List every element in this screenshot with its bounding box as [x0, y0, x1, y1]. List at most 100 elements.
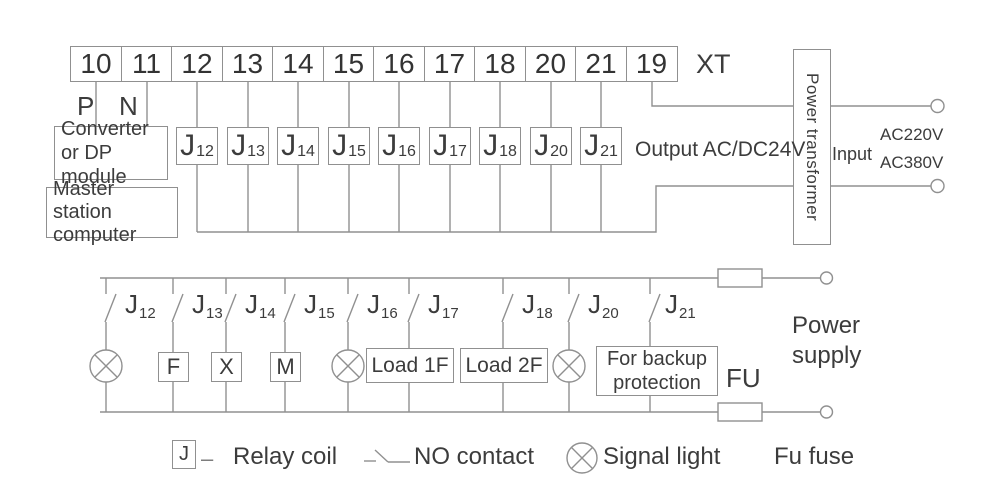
signal-light-icon [552, 349, 586, 383]
load-2f-box: Load 2F [460, 348, 548, 383]
terminal-cell-16: 16 [373, 46, 425, 82]
power-supply-line1: Power [792, 312, 861, 339]
coil-letter: J [180, 129, 196, 162]
branch-j17 [407, 278, 420, 412]
branch-j12 [89, 278, 123, 412]
supply-top-bus [100, 268, 834, 288]
load-1f-box: Load 1F [366, 348, 454, 383]
contact-sub: 12 [139, 305, 156, 322]
no-contact-icon [346, 293, 359, 323]
coil-sub: 14 [297, 143, 315, 160]
contact-sub: 14 [259, 305, 276, 322]
contact-sub: 15 [318, 305, 335, 322]
master-station-box: Master station computer [46, 178, 178, 246]
coil-sub: 17 [449, 143, 467, 160]
converter-wires [95, 82, 148, 126]
terminal-strip: 10 11 12 13 14 15 16 17 18 20 21 19 [70, 46, 678, 82]
supply-bottom-bus [100, 402, 834, 422]
backup-protection-box: For backup protection [596, 346, 718, 396]
device-label: X [219, 354, 234, 379]
branch-j15 [283, 278, 296, 412]
input-voltage-220: AC220V [880, 125, 944, 144]
coil-letter: J [382, 129, 398, 162]
legend-signal-light-icon [566, 442, 598, 474]
terminal-cell-10: 10 [70, 46, 122, 82]
input-terminal-circle-bottom [930, 178, 945, 194]
contact-label-j17: J17 [428, 291, 459, 321]
p-label: P [77, 91, 95, 121]
no-contact-icon [567, 293, 580, 323]
terminal-cell-17: 17 [423, 46, 476, 82]
coil-sub: 15 [348, 143, 366, 160]
input-terminal-circle-top [930, 98, 945, 114]
device-box-f: F [158, 352, 189, 382]
backup-line2: protection [613, 372, 701, 394]
legend-relay-label: Relay coil [233, 443, 338, 470]
contact-label-j14: J14 [245, 289, 276, 321]
n-label: N [119, 91, 138, 121]
supply-terminal-circle-bottom [819, 405, 834, 419]
contact-sub: 16 [381, 305, 398, 322]
contact-letter: J [665, 289, 678, 319]
terminal-cell-11: 11 [120, 46, 173, 82]
contact-label-j18: J18 [522, 291, 553, 321]
terminal-cell-14: 14 [272, 46, 324, 82]
terminal19-output-wire [651, 82, 793, 107]
output-label: Output AC/DC24V [635, 138, 806, 161]
master-line2: computer [53, 224, 137, 246]
device-label: F [166, 354, 181, 379]
terminal-cell-18: 18 [474, 46, 526, 82]
no-contact-icon [501, 293, 514, 323]
terminal-cell-20: 20 [524, 46, 577, 82]
coil-sub: 13 [247, 143, 265, 160]
no-contact-icon [648, 293, 661, 323]
converter-box: Converter or DP module [54, 118, 168, 188]
branch-j20 [552, 278, 586, 412]
legend-dash: – [201, 446, 214, 471]
terminal-cell-19: 19 [625, 46, 678, 82]
contact-letter: J [125, 289, 138, 319]
coil-letter: J [281, 129, 297, 162]
branch-j16 [331, 278, 365, 412]
contact-letter: J [367, 289, 380, 319]
coil-sub: 18 [499, 143, 517, 160]
fuse-bottom-icon [717, 402, 763, 422]
contact-label-j12: J12 [125, 289, 156, 321]
contact-label-j21: J21 [665, 289, 696, 321]
contact-letter: J [245, 289, 258, 319]
terminal-cell-21: 21 [575, 46, 627, 82]
converter-line2: or DP module [61, 142, 127, 188]
coil-letter: J [231, 129, 247, 162]
contact-label-j16: J16 [367, 289, 398, 321]
power-supply-line2: supply [792, 342, 862, 369]
contact-sub: 21 [679, 305, 696, 322]
contact-label-j15: J15 [304, 289, 335, 321]
device-box-m: M [270, 352, 301, 382]
contact-sub: 20 [602, 305, 619, 322]
legend-no-contact-icon [364, 449, 410, 463]
contact-letter: J [304, 289, 317, 319]
contact-sub: 13 [206, 305, 223, 322]
coil-letter: J [584, 129, 600, 162]
contact-sub: 17 [442, 305, 459, 322]
coil-sub: 20 [550, 143, 568, 160]
coil-letter: J [332, 129, 348, 162]
coil-letter: J [534, 129, 550, 162]
branch-j21 [648, 278, 661, 412]
contact-letter: J [588, 289, 601, 319]
fu-label: FU [726, 363, 761, 393]
coil-wires [196, 82, 793, 233]
coil-letter: J [483, 129, 499, 162]
no-contact-icon [224, 293, 237, 323]
contact-label-j13: J13 [192, 291, 223, 321]
load-label: Load 1F [371, 353, 449, 377]
coil-sub: 12 [196, 143, 214, 160]
coil-sub: 16 [398, 143, 416, 160]
